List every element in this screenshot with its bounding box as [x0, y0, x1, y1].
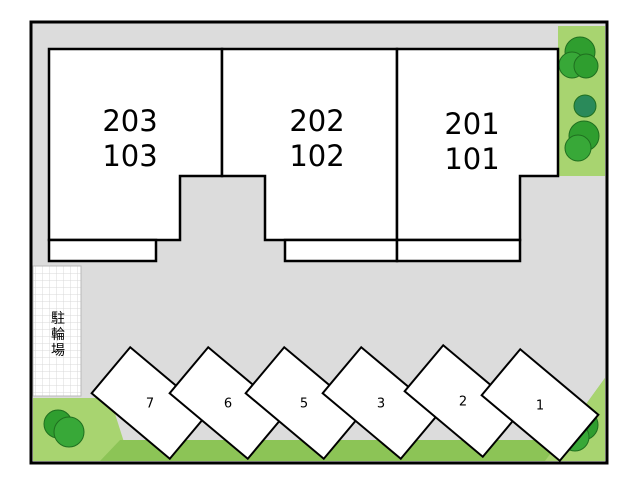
parking-space: 5	[244, 345, 364, 461]
building-unit-202-102: 202 102	[220, 47, 399, 263]
parking-space-number: 6	[224, 397, 232, 412]
parking-space-number: 5	[300, 397, 308, 412]
parking-space-outline	[168, 345, 288, 461]
unit-upper-number: 201	[444, 107, 499, 141]
parking-space-outline	[403, 343, 523, 459]
tree-icon	[43, 409, 85, 448]
unit-lower-number: 102	[289, 139, 344, 173]
parking-space: 3	[321, 345, 441, 461]
bicycle-parking-char-1: 駐	[51, 311, 65, 327]
parking-space-number: 2	[459, 395, 467, 410]
parking-area: 7 6 5 3 2 1	[90, 343, 600, 463]
parking-space: 2	[403, 343, 523, 459]
parking-space: 1	[480, 347, 600, 463]
tree-icon	[558, 36, 599, 79]
unit-lower-number: 101	[444, 142, 499, 176]
parking-space-outline	[480, 347, 600, 463]
parking-space-outline	[90, 345, 210, 461]
parking-space-number: 3	[377, 397, 385, 412]
parking-space: 7	[90, 345, 210, 461]
parking-space: 6	[168, 345, 288, 461]
parking-space-outline	[244, 345, 364, 461]
unit-lower-number: 103	[102, 139, 157, 173]
bicycle-parking	[32, 265, 82, 397]
parking-space-number: 7	[146, 397, 154, 412]
parking-space-outline	[321, 345, 441, 461]
tree-icon	[564, 120, 600, 162]
bicycle-parking-char-2: 輪	[51, 326, 65, 343]
building-unit-201-101: 201 101	[395, 47, 560, 263]
building-unit-203-103: 203 103	[47, 47, 224, 263]
unit-upper-number: 203	[102, 104, 157, 138]
parking-space-number: 1	[536, 399, 544, 414]
bicycle-parking-char-3: 場	[51, 343, 65, 359]
unit-upper-number: 202	[289, 104, 344, 138]
tree-icon	[573, 94, 597, 118]
